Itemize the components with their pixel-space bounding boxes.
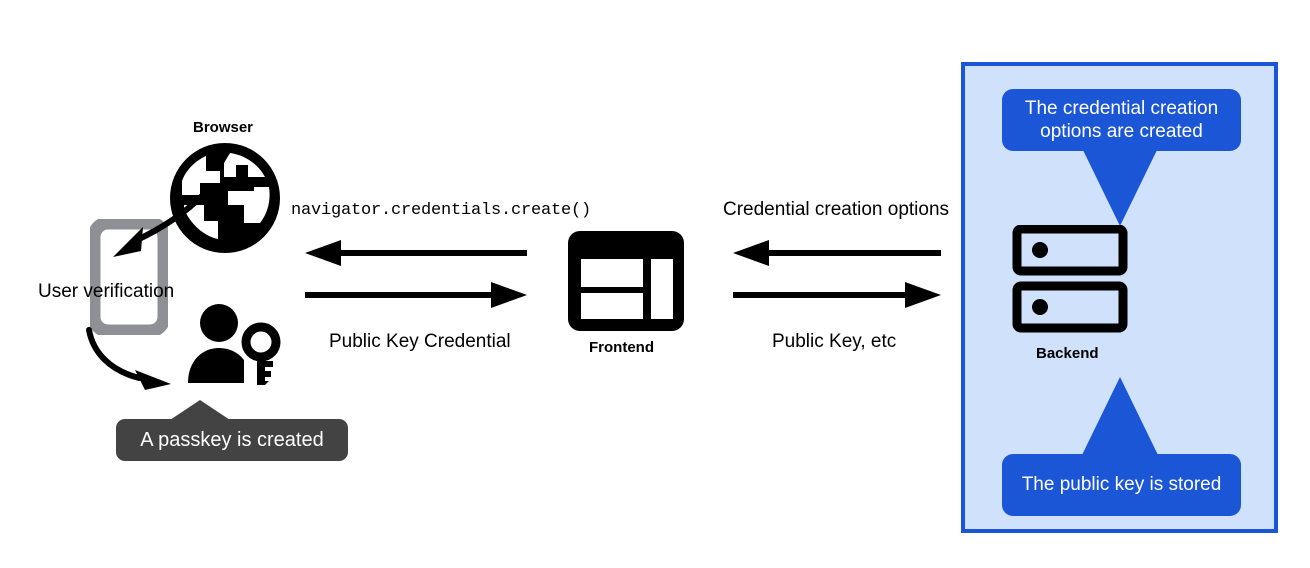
bottom-bubble-tail	[1082, 377, 1158, 455]
passkey-tooltip-tail	[170, 400, 230, 420]
public-key-credential-label: Public Key Credential	[329, 331, 511, 352]
arrow-browser-to-frontend	[305, 282, 527, 308]
arrow-frontend-to-browser	[305, 240, 527, 266]
public-key-etc-label: Public Key, etc	[772, 331, 897, 352]
navigator-create-call-label: navigator.credentials.create()	[291, 201, 592, 220]
user-verification-label: User verification	[38, 281, 175, 302]
server-rack-icon	[1012, 225, 1128, 333]
person-with-key-icon	[188, 304, 281, 385]
browser-label: Browser	[193, 119, 254, 136]
browser-window-icon	[568, 231, 684, 331]
smartphone-icon	[90, 219, 168, 335]
curved-arrow-phone-to-user	[86, 327, 171, 390]
passkey-tooltip: A passkey is created	[116, 419, 348, 461]
curved-arrow-globe-to-phone	[113, 192, 206, 257]
backend-label: Backend	[1036, 345, 1099, 362]
public-key-stored-bubble: The public key is stored	[1002, 454, 1241, 516]
arrow-frontend-to-backend	[733, 282, 941, 308]
globe-icon	[170, 143, 280, 253]
frontend-label: Frontend	[589, 339, 654, 356]
top-bubble-tail	[1082, 148, 1158, 226]
arrow-backend-to-frontend	[733, 240, 941, 266]
credential-creation-options-label: Credential creation options	[723, 199, 950, 220]
credential-options-bubble: The credential creation options are crea…	[1002, 89, 1241, 151]
